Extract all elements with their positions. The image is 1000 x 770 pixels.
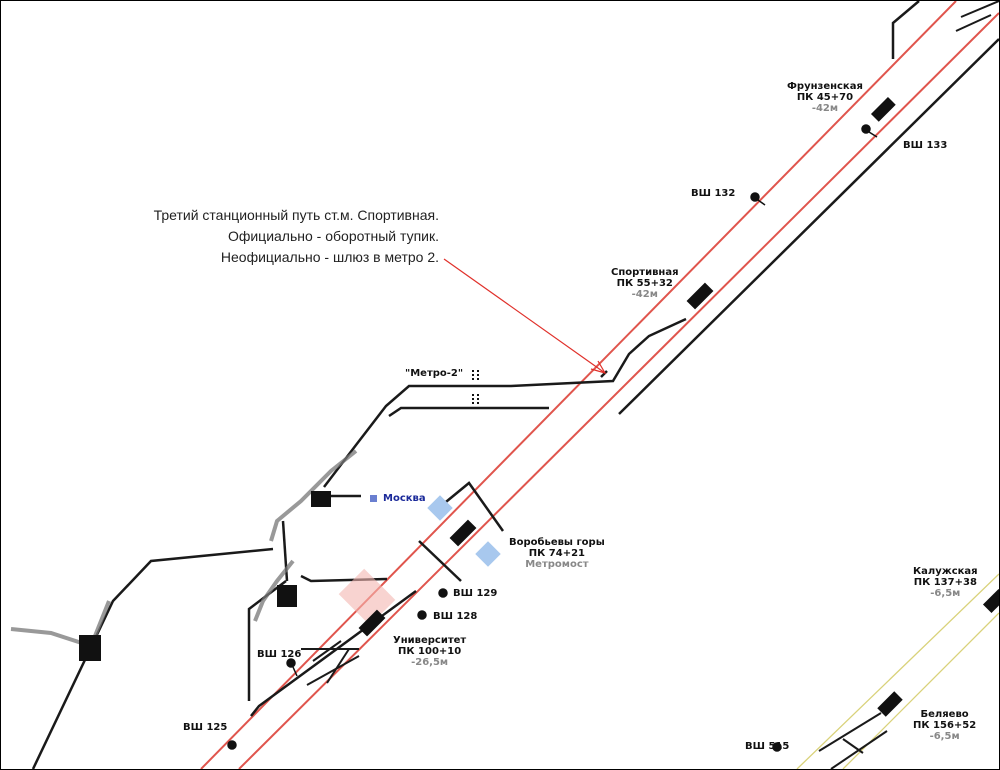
station-pk: ПК 100+10 xyxy=(398,646,462,657)
river-marker-north xyxy=(427,495,453,521)
grey-remnants xyxy=(10,449,358,649)
station-pk: ПК 45+70 xyxy=(796,92,854,103)
annotation-text: Третий станционный путь ст.м. Спортивная… xyxy=(154,205,439,268)
station-universitet[interactable]: Университет ПК 100+10 -26,5м xyxy=(393,635,466,668)
station-pk: ПК 137+38 xyxy=(913,577,977,588)
moskva-square xyxy=(370,495,377,502)
metro2-label: "Метро-2" xyxy=(405,368,464,379)
station-sportivnaya[interactable]: Спортивная ПК 55+32 -42м xyxy=(611,267,679,300)
annotation-arrow xyxy=(443,258,606,374)
station-depth: -42м xyxy=(811,103,839,114)
station-name: Университет xyxy=(393,635,467,646)
main-track-right xyxy=(238,12,999,769)
moskva-label: Москва xyxy=(383,493,426,504)
pink-halo xyxy=(338,568,396,626)
yellow-track-left xyxy=(796,573,999,769)
station-depth: -26,5м xyxy=(411,657,449,668)
station-depth: -42м xyxy=(631,289,658,300)
station-name: Калужская xyxy=(913,566,978,577)
annotation-line-2: Официально - оборотный тупик. xyxy=(227,228,439,244)
station-pk: ПК 55+32 xyxy=(616,278,673,289)
crossover-symbols xyxy=(301,1,999,769)
shaft-125[interactable]: ВШ 125 xyxy=(183,722,228,733)
station-name: Спортивная xyxy=(611,267,679,278)
station-pk: ПК 156+52 xyxy=(913,720,977,731)
main-track-left xyxy=(200,1,957,769)
shaft-dots xyxy=(227,124,878,752)
annotation-line-1: Третий станционный путь ст.м. Спортивная… xyxy=(153,207,439,223)
shaft-129[interactable]: ВШ 129 xyxy=(453,588,498,599)
station-depth: -6,5м xyxy=(930,588,961,599)
station-platforms xyxy=(79,96,999,717)
station-name: Фрунзенская xyxy=(787,81,863,92)
station-belyaevo[interactable]: Беляево ПК 156+52 -6,5м xyxy=(913,709,976,742)
service-tunnels xyxy=(31,1,999,769)
metro2-markers xyxy=(472,370,479,404)
shaft-132[interactable]: ВШ 132 xyxy=(691,188,736,199)
station-frunzenskaya[interactable]: Фрунзенская ПК 45+70 -42м xyxy=(787,81,863,114)
shaft-128[interactable]: ВШ 128 xyxy=(433,611,478,622)
station-note: Метромост xyxy=(525,559,589,570)
river-marker-south xyxy=(475,541,501,567)
station-vorobyovy-gory[interactable]: Воробьевы горы ПК 74+21 Метромост xyxy=(509,537,605,570)
station-name: Беляево xyxy=(920,709,969,720)
annotation-arrowhead xyxy=(590,360,607,374)
shaft-133[interactable]: ВШ 133 xyxy=(903,140,948,151)
station-depth: -6,5м xyxy=(929,731,960,742)
station-kaluzhskaya[interactable]: Калужская ПК 137+38 -6,5м xyxy=(913,566,978,599)
shaft-515[interactable]: ВШ 515 xyxy=(745,741,790,752)
shaft-126[interactable]: ВШ 126 xyxy=(257,649,302,660)
station-pk: ПК 74+21 xyxy=(528,548,585,559)
annotation-line-3: Неофициально - шлюз в метро 2. xyxy=(220,249,439,265)
station-name: Воробьевы горы xyxy=(509,537,605,548)
